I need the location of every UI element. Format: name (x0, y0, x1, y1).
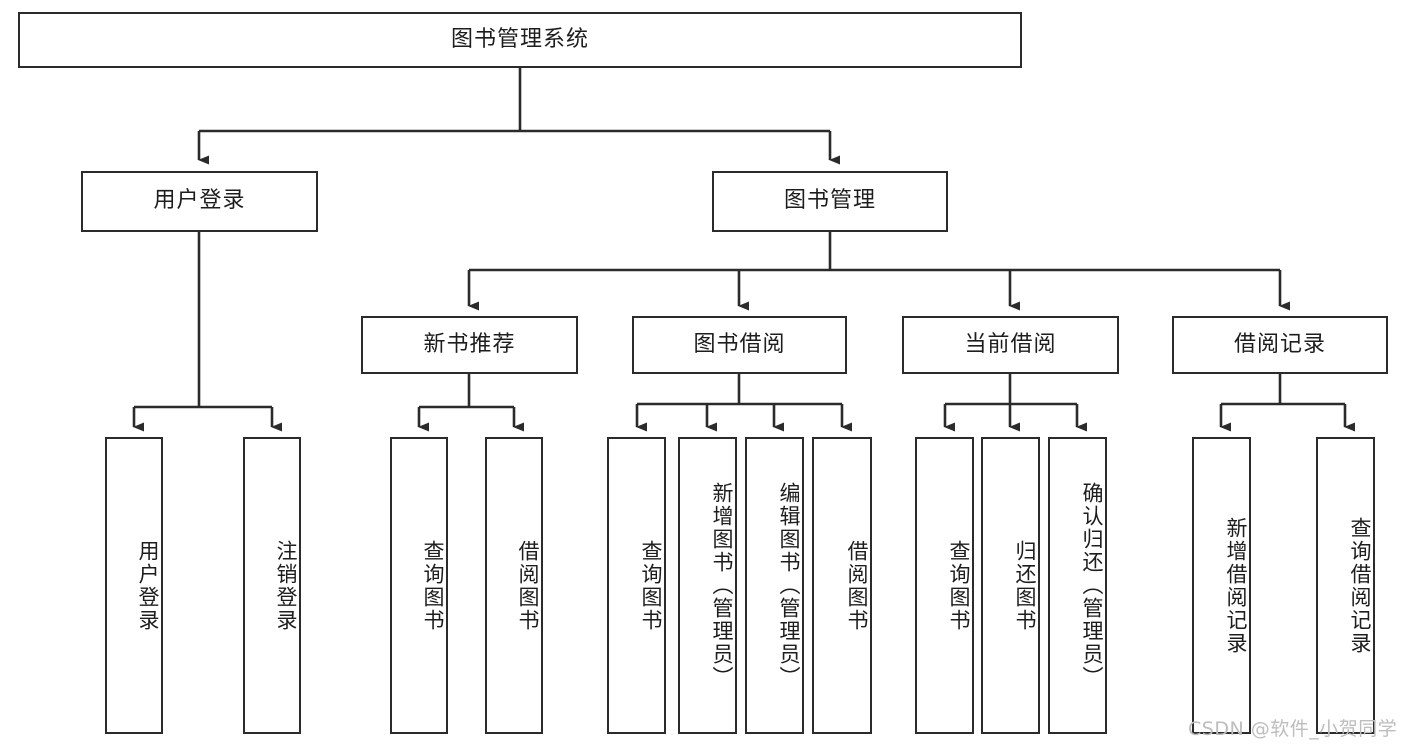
leaf-user-login-login[interactable]: 用户登录 (105, 437, 163, 734)
leaf-current-borrow-confirm-return-admin[interactable]: 确认归还（管理员） (1048, 437, 1107, 734)
csdn-watermark: CSDN @软件_小贺同学 (1188, 718, 1398, 740)
leaf-current-borrow-return-books[interactable]: 归还图书 (981, 437, 1040, 734)
leaf-borrow-record-query-record[interactable]: 查询借阅记录 (1316, 437, 1375, 734)
leaf-book-borrow-add-book-admin[interactable]: 新增图书（管理员） (678, 437, 737, 734)
node-current-borrow[interactable]: 当前借阅 (902, 316, 1119, 374)
node-borrow-record[interactable]: 借阅记录 (1172, 316, 1388, 374)
node-book-management[interactable]: 图书管理 (712, 171, 948, 232)
node-root-book-management-system[interactable]: 图书管理系统 (18, 12, 1022, 68)
leaf-user-login-logout[interactable]: 注销登录 (243, 437, 301, 734)
leaf-current-borrow-query-books[interactable]: 查询图书 (915, 437, 974, 734)
leaf-book-borrow-query-books[interactable]: 查询图书 (607, 437, 666, 734)
leaf-new-book-borrow-books[interactable]: 借阅图书 (485, 437, 543, 734)
leaf-book-borrow-borrow-books[interactable]: 借阅图书 (812, 437, 872, 734)
leaf-new-book-query-books[interactable]: 查询图书 (390, 437, 448, 734)
leaf-book-borrow-edit-book-admin[interactable]: 编辑图书（管理员） (745, 437, 804, 734)
node-new-book-recommendation[interactable]: 新书推荐 (361, 316, 578, 374)
node-book-borrow[interactable]: 图书借阅 (632, 316, 847, 374)
leaf-borrow-record-add-record[interactable]: 新增借阅记录 (1192, 437, 1251, 734)
node-user-login[interactable]: 用户登录 (81, 171, 318, 232)
